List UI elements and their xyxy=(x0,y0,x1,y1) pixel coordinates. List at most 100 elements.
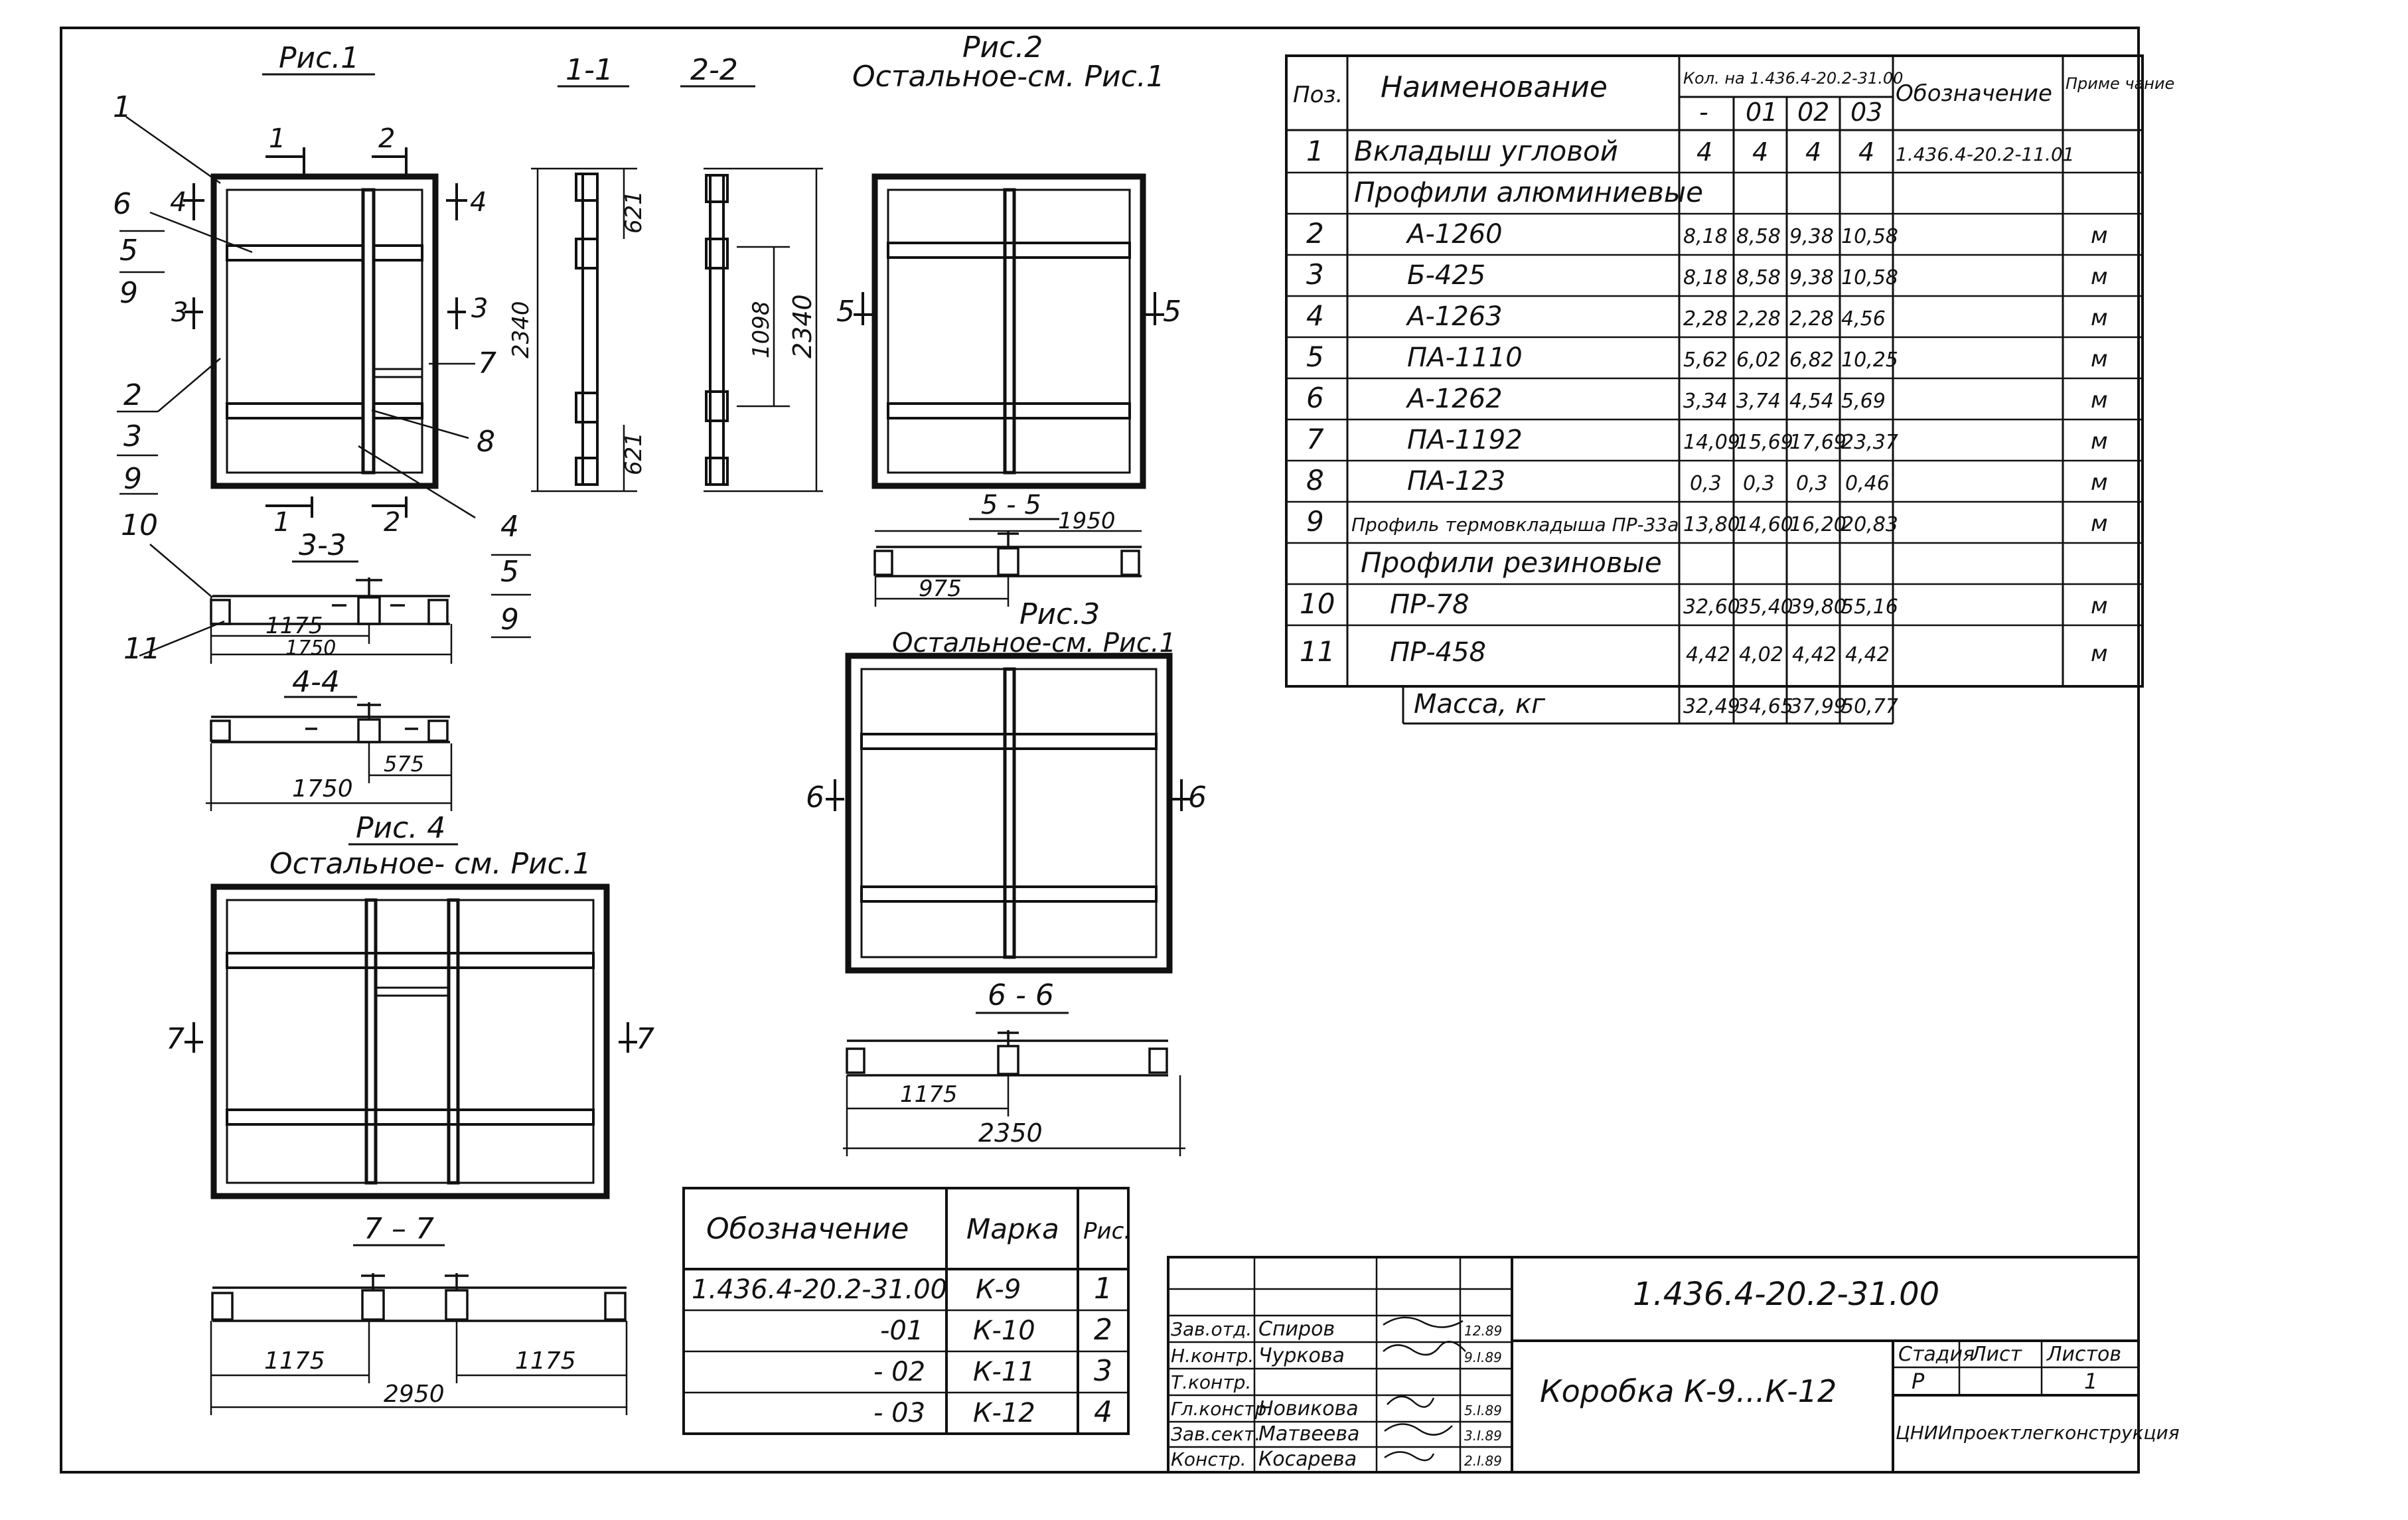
role-label: Зав.сект. xyxy=(1171,1423,1260,1445)
spec-mass-label: Масса, кг xyxy=(1414,689,1546,720)
section-1-1-title: 1-1 xyxy=(565,53,613,87)
spec-row: 1 Вкладыш угловой 4 4 4 4 1.436.4-20.2-1… xyxy=(1306,135,2075,167)
callout-10: 10 xyxy=(121,508,158,542)
section-mark-7a: 7 xyxy=(166,1022,185,1056)
spec-cell-pos: 10 xyxy=(1300,587,1335,620)
section-6-6-title: 6 - 6 xyxy=(988,978,1054,1012)
fig4-title: Рис. 4 xyxy=(356,811,445,845)
spec-cell-note: м xyxy=(2091,593,2108,619)
role-name: Косарева xyxy=(1258,1448,1357,1471)
callout-5r: 5 xyxy=(500,555,519,589)
spec-cell-q3: 10,25 xyxy=(1841,348,1898,372)
spec-cell-q0: 13,80 xyxy=(1683,513,1740,536)
spec-table: Поз. Наименование Кол. на 1.436.4-20.2-3… xyxy=(1285,54,2174,725)
spec-cell-name: ПР-78 xyxy=(1390,589,1469,620)
spec-cell-note: м xyxy=(2091,305,2108,331)
dim-975: 975 xyxy=(919,575,962,602)
marks-cell-designation: 1.436.4-20.2-31.00 xyxy=(692,1274,947,1305)
marks-table: Обозначение Марка Рис. 1.436.4-20.2-31.0… xyxy=(682,1187,1131,1435)
title-stage: Р xyxy=(1912,1369,1925,1394)
spec-cell-q2: 4,54 xyxy=(1789,390,1834,413)
section-mark-1b: 1 xyxy=(273,507,290,538)
spec-mass-q0: 32,49 xyxy=(1683,695,1740,718)
marks-row: -01 К-10 2 xyxy=(880,1313,1112,1347)
dim-1175-a: 1175 xyxy=(265,613,323,639)
marks-row: - 03 К-12 4 xyxy=(873,1395,1112,1429)
section-mark-6a: 6 xyxy=(806,781,824,814)
spec-cell-q0: 3,34 xyxy=(1683,390,1728,413)
dim-621-a: 621 xyxy=(621,190,647,234)
section-mark-4a: 4 xyxy=(170,187,187,218)
spec-cell-q3: 23,37 xyxy=(1841,431,1898,454)
spec-cell-pos: 11 xyxy=(1300,635,1335,668)
role-name: Спиров xyxy=(1258,1318,1335,1341)
spec-header-q0: - xyxy=(1699,98,1708,127)
marks-cell-designation: - 02 xyxy=(873,1357,925,1387)
callout-9: 9 xyxy=(119,276,138,310)
marks-header-mark: Марка xyxy=(966,1213,1059,1245)
spec-cell-q0: 4 xyxy=(1696,137,1712,167)
callout-6: 6 xyxy=(113,187,131,221)
spec-cell-name: Профили алюминиевые xyxy=(1354,176,1703,208)
spec-cell-designation: 1.436.4-20.2-11.01 xyxy=(1896,143,2075,165)
role-label: Констр. xyxy=(1171,1448,1246,1470)
dim-1175-b: 1175 xyxy=(900,1081,958,1108)
spec-cell-q0: 14,09 xyxy=(1683,431,1740,454)
section-mark-3a: 3 xyxy=(171,297,188,328)
marks-cell-designation: -01 xyxy=(880,1316,923,1346)
callout-3: 3 xyxy=(123,419,142,453)
spec-cell-name: ПА-1192 xyxy=(1407,425,1523,455)
role-name: Матвеева xyxy=(1258,1422,1359,1446)
spec-cell-name: Б-425 xyxy=(1407,260,1485,291)
section-7-7: 7 – 7 1175 1175 2950 xyxy=(210,1212,628,1415)
spec-cell-q0: 8,18 xyxy=(1683,266,1728,289)
callout-1: 1 xyxy=(113,90,131,124)
callout-2: 2 xyxy=(123,378,142,412)
spec-row: 11 ПР-458 4,42 4,02 4,42 4,42 м xyxy=(1300,635,2108,668)
callout-7: 7 xyxy=(478,346,496,380)
spec-header-designation: Обозначение xyxy=(1896,80,2052,107)
spec-cell-pos: 4 xyxy=(1306,299,1324,332)
spec-row: 4 А-1263 2,28 2,28 2,28 4,56 м xyxy=(1306,299,2108,332)
sections-1-1-2-2: 1-1 2-2 2340 621 621 xyxy=(508,53,823,493)
spec-row: 5 ПА-1110 5,62 6,02 6,82 10,25 м xyxy=(1306,341,2108,373)
marks-cell-fig: 4 xyxy=(1094,1395,1112,1429)
section-mark-4b: 4 xyxy=(470,187,487,218)
spec-header-q3: 03 xyxy=(1850,98,1882,127)
dim-1950: 1950 xyxy=(1058,508,1116,534)
section-mark-6b: 6 xyxy=(1188,781,1207,814)
role-date: 2.I.89 xyxy=(1464,1453,1502,1469)
spec-cell-q1: 8,58 xyxy=(1736,266,1781,289)
dim-621-b: 621 xyxy=(621,432,647,475)
marks-cell-fig: 3 xyxy=(1094,1354,1112,1388)
title-sheets-label: Листов xyxy=(2046,1343,2121,1366)
spec-cell-q3: 10,58 xyxy=(1841,266,1898,289)
spec-cell-note: м xyxy=(2091,264,2108,290)
spec-cell-note: м xyxy=(2091,428,2108,455)
section-mark-3b: 3 xyxy=(471,293,488,324)
title-role-row: Н.контр. Чуркова 9.I.89 xyxy=(1171,1344,1502,1367)
spec-cell-q0: 2,28 xyxy=(1683,307,1728,331)
role-label: Зав.отд. xyxy=(1171,1318,1252,1340)
spec-mass-row: Масса, кг 32,49 34,65 37,99 50,77 xyxy=(1414,689,1898,720)
spec-cell-name: Профиль термовкладыша ПР-33а xyxy=(1351,514,1679,536)
dim-1098: 1098 xyxy=(748,301,775,358)
role-label: Н.контр. xyxy=(1171,1345,1254,1367)
fig1-title: Рис.1 xyxy=(279,41,359,75)
callout-9r: 9 xyxy=(500,603,519,637)
role-label: Т.контр. xyxy=(1171,1371,1251,1393)
title-sheets: 1 xyxy=(2084,1369,2097,1394)
spec-mass-q3: 50,77 xyxy=(1841,695,1898,718)
spec-cell-name: Профили резиновые xyxy=(1361,546,1662,579)
dim-1750-a: 1750 xyxy=(285,637,336,660)
marks-cell-mark: К-12 xyxy=(973,1398,1035,1428)
spec-row: 6 А-1262 3,34 3,74 4,54 5,69 м xyxy=(1306,382,2108,414)
spec-cell-note: м xyxy=(2091,346,2108,372)
spec-cell-q1: 3,74 xyxy=(1736,390,1781,413)
spec-cell-pos: 3 xyxy=(1306,258,1324,291)
spec-cell-q3: 55,16 xyxy=(1841,595,1898,619)
spec-cell-note: м xyxy=(2091,469,2108,496)
spec-cell-name: А-1260 xyxy=(1405,219,1503,250)
spec-header-q1: 01 xyxy=(1746,98,1777,127)
spec-cell-pos: 6 xyxy=(1306,382,1324,414)
